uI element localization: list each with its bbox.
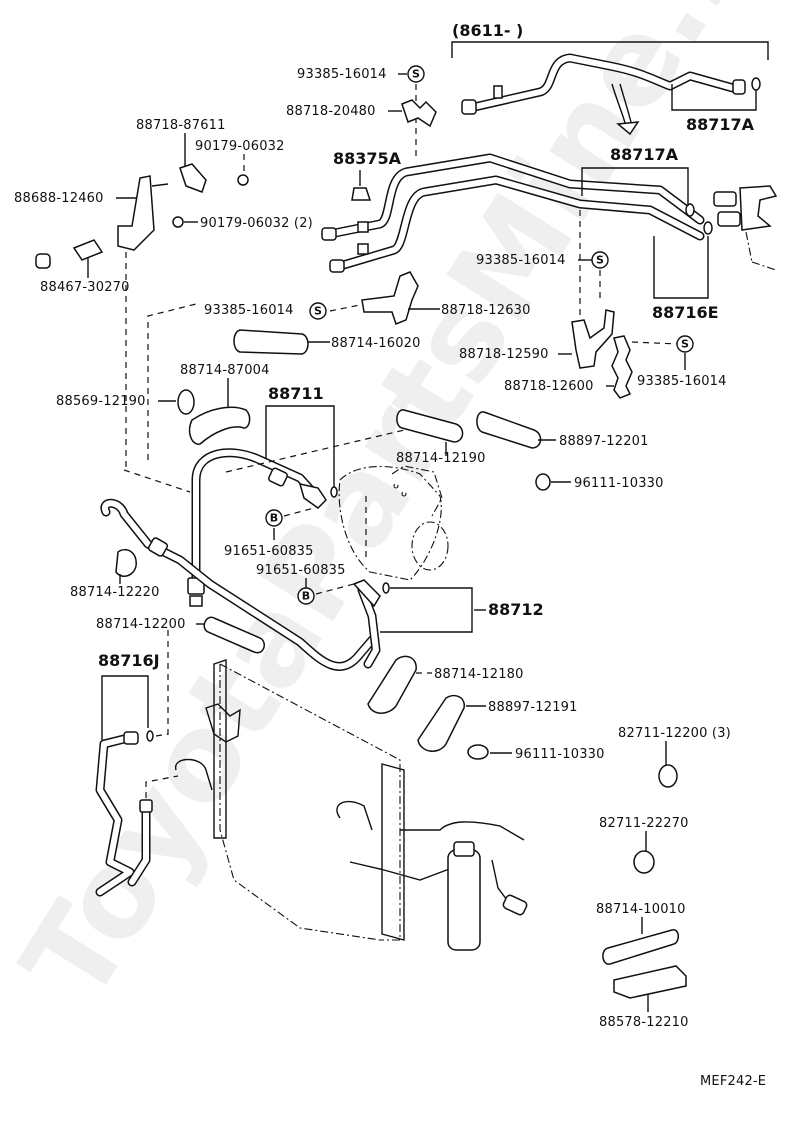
label-88718-87611: 88718-87611: [136, 118, 226, 133]
label-93385-16014-right1: 93385-16014: [476, 253, 566, 268]
label-91651-60835-a: 91651-60835: [224, 544, 314, 559]
discharge-hose-88711: [187, 448, 338, 607]
label-88711: 88711: [268, 384, 324, 403]
symbol-s-left: S: [309, 302, 327, 320]
svg-text:S: S: [681, 338, 689, 351]
grommet-88714-12220: [115, 548, 137, 577]
hose-88714-12200: [203, 616, 265, 654]
symbol-b-upper: B: [265, 509, 283, 527]
clamp-88718-20480: [401, 99, 437, 128]
pad-88578-12210: [613, 965, 687, 999]
group-label: (8611- ): [452, 21, 523, 40]
suction-hose-lower: [100, 498, 377, 671]
hose-88714-12180: [367, 655, 417, 714]
label-90179-06032-2: 90179-06032 (2): [200, 216, 313, 231]
label-88714-12220: 88714-12220: [70, 585, 160, 600]
label-88718-12590: 88718-12590: [459, 347, 549, 362]
svg-text:S: S: [412, 68, 420, 81]
label-88718-12600: 88718-12600: [504, 379, 594, 394]
label-88712: 88712: [488, 600, 544, 619]
label-88375A: 88375A: [333, 149, 402, 168]
symbol-s-right1: S: [591, 251, 609, 269]
plug-grommet: [35, 253, 51, 269]
label-88714-87004: 88714-87004: [180, 363, 270, 378]
condenser: [175, 659, 525, 941]
svg-text:B: B: [270, 512, 278, 525]
clamp-88718-12600: [611, 335, 633, 399]
evaporator-connector: [713, 185, 778, 271]
label-88467-30270: 88467-30270: [40, 280, 130, 295]
label-88716J: 88716J: [98, 651, 160, 670]
label-88718-20480: 88718-20480: [286, 104, 376, 119]
label-90179-06032: 90179-06032: [195, 139, 285, 154]
hose-88897-12201: [476, 411, 542, 449]
liquid-pipe-88716J: [95, 731, 153, 897]
hose-88897-12191: [417, 694, 465, 752]
label-88569-12190: 88569-12190: [56, 394, 146, 409]
bracket-88718-87611: [179, 163, 207, 193]
bracket-88688-12460: [117, 175, 155, 251]
receiver-drier: [447, 841, 528, 951]
label-88688-12460: 88688-12460: [14, 191, 104, 206]
label-93385-16014-left: 93385-16014: [204, 303, 294, 318]
symbol-s-top: S: [407, 65, 425, 83]
label-96111-10330-a: 96111-10330: [574, 476, 664, 491]
label-93385-16014-right2: 93385-16014: [637, 374, 727, 389]
label-82711-12200: 82711-12200 (3): [618, 726, 731, 741]
svg-text:B: B: [302, 590, 310, 603]
symbol-s-right2: S: [676, 335, 694, 353]
label-96111-10330-b: 96111-10330: [515, 747, 605, 762]
label-82711-22270: 82711-22270: [599, 816, 689, 831]
label-88717A-mid: 88717A: [610, 145, 679, 164]
clamp-88569-12190: [177, 389, 195, 415]
symbol-b-lower: B: [297, 587, 315, 605]
label-88897-12201: 88897-12201: [559, 434, 649, 449]
svg-text:S: S: [314, 305, 322, 318]
sleeve-88714-10010: [602, 929, 679, 965]
label-88718-12630: 88718-12630: [441, 303, 531, 318]
svg-text:S: S: [596, 254, 604, 267]
label-88714-12190: 88714-12190: [396, 451, 486, 466]
clamp-88718-12590: [571, 309, 615, 369]
label-88717A-top: 88717A: [686, 115, 755, 134]
label-91651-60835-b: 91651-60835: [256, 563, 346, 578]
clamp-96111-10330-b: [467, 744, 489, 760]
clamp-82711-22270: [633, 850, 655, 874]
label-88714-10010: 88714-10010: [596, 902, 686, 917]
label-88897-12191: 88897-12191: [488, 700, 578, 715]
label-88578-12210: 88578-12210: [599, 1015, 689, 1030]
clamp-82711-12200: [658, 764, 678, 788]
clamp-88718-12630: [361, 271, 419, 325]
label-93385-16014-top: 93385-16014: [297, 67, 387, 82]
suction-hose-88712: [352, 579, 381, 669]
label-88714-12200: 88714-12200: [96, 617, 186, 632]
upper-evaporator-pipe: [461, 53, 761, 115]
hose-88714-16020: [233, 329, 309, 355]
label-88714-12180: 88714-12180: [434, 667, 524, 682]
hose-88714-12190: [396, 409, 464, 443]
cap-88375A: [351, 187, 372, 201]
flow-arrow-icon: [611, 83, 640, 136]
clamp-96111-10330-a: [535, 473, 551, 491]
switch-88467-30270: [72, 239, 104, 261]
group-8611-bracket: (8611- ): [451, 21, 769, 60]
label-88716E: 88716E: [652, 303, 719, 322]
hose-88714-87004: [188, 406, 251, 445]
diagram-code: MEF242-E: [700, 1074, 766, 1089]
compressor: [338, 465, 449, 581]
label-88714-16020: 88714-16020: [331, 336, 421, 351]
liquid-suction-pipes-88717A: [321, 153, 713, 273]
